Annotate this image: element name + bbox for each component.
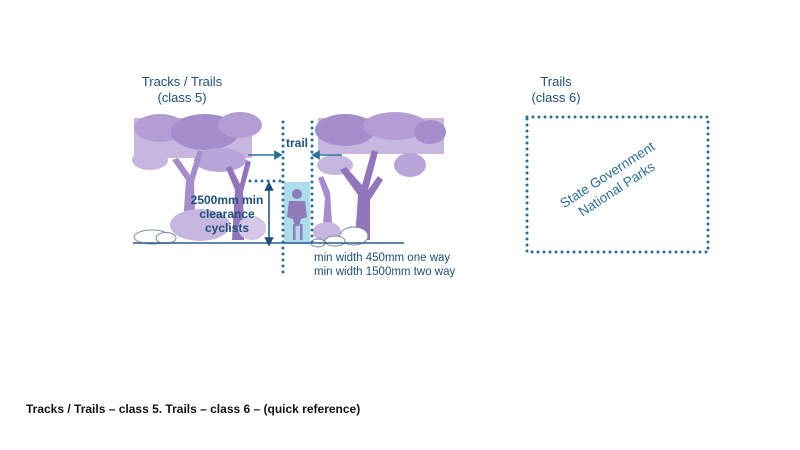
clearance-line-3: cyclists [205,221,249,235]
clearance-height-arrow [264,181,274,247]
national-parks-stamp: State Government National Parks [557,139,657,220]
tree-canopy-icon [132,112,266,241]
clearance-line-2: clearance [199,207,255,221]
class5-title: Tracks / Trails [141,74,223,89]
class6-title: Trails [540,74,572,89]
trail-width-dotted-lines [248,120,314,278]
class6-heading: Trails (class 6) [516,74,596,106]
trail-label: trail [286,136,308,150]
class5-subtitle: (class 5) [157,90,207,105]
width-note-one-way: min width 450mm one way [314,252,450,264]
trail-width-arrows [248,150,342,160]
clearance-label: 2500mm min clearance cyclists [191,193,264,235]
clearance-line-1: 2500mm min [191,193,264,207]
tree-right-icon [313,112,446,242]
class6-dotted-frame [525,115,710,254]
figure-caption: Tracks / Trails – class 5. Trails – clas… [26,402,361,416]
width-note-two-way: min width 1500mm two way [314,266,455,278]
class6-subtitle: (class 6) [531,90,581,105]
class5-heading: Tracks / Trails (class 5) [130,74,234,106]
cyclist-icon [287,189,307,240]
